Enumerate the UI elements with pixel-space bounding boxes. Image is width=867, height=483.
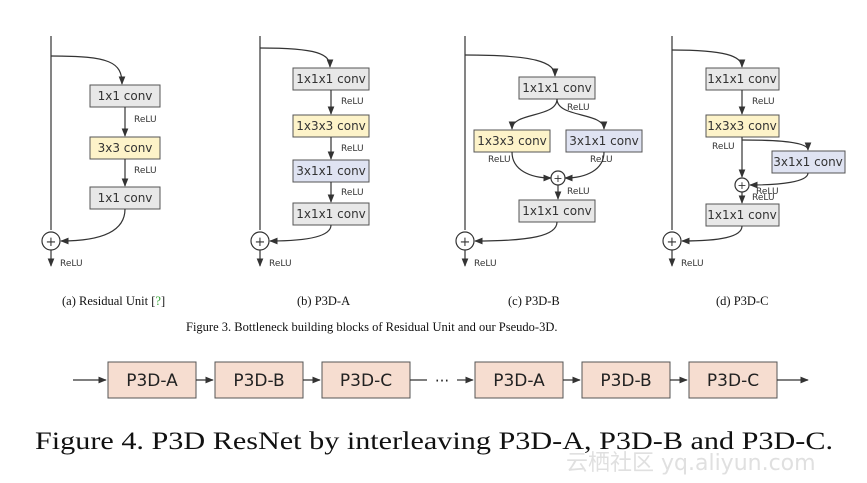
relu-d-1: ReLU xyxy=(752,97,775,107)
box-c-2-label: 1x3x3 conv xyxy=(477,134,547,148)
box-a-1-label: 1x1 conv xyxy=(98,89,153,103)
relu-b-3: ReLU xyxy=(341,188,364,198)
p3d-block-6-label: P3D-C xyxy=(707,371,759,391)
arrow-c-left xyxy=(508,98,558,130)
p3d-block-3 xyxy=(321,361,411,399)
p3d-block-2-label: P3D-B xyxy=(233,371,284,391)
box-c-4-label: 1x1x1 conv xyxy=(522,204,592,218)
plus-icon-c: + xyxy=(460,235,471,250)
relu-c-1: ReLU xyxy=(567,103,590,113)
arrow-c-in xyxy=(464,54,559,77)
relu-c-4: ReLU xyxy=(567,187,590,197)
box-b-1-label: 1x1x1 conv xyxy=(296,72,366,86)
panel-b-p3d-a: 1x1x1 conv ReLU 1x3x3 conv ReLU 3x1x1 co… xyxy=(250,36,370,269)
relu-b-2: ReLU xyxy=(341,144,364,154)
arrow-a-in xyxy=(50,55,126,85)
box-d-3-label: 3x1x1 conv xyxy=(773,155,843,169)
p3d-block-1-label: P3D-A xyxy=(126,371,178,391)
plus-icon-d-inner: + xyxy=(737,179,746,192)
p3d-block-1 xyxy=(107,361,197,399)
p3d-block-3-label: P3D-C xyxy=(340,371,392,391)
arrow-d-in xyxy=(671,49,746,68)
relu-a-out: ReLU xyxy=(60,259,83,269)
arrow-b-merge xyxy=(269,224,332,245)
chain-ellipsis: ··· xyxy=(435,372,449,390)
caption-b: (b) P3D-A xyxy=(297,294,350,308)
caption-a: (a) Residual Unit [?] xyxy=(62,294,165,308)
relu-d-4: ReLU xyxy=(752,193,775,203)
relu-c-out: ReLU xyxy=(474,259,497,269)
arrow-c-right xyxy=(556,98,608,130)
p3d-block-5 xyxy=(581,361,671,399)
panel-a-residual-unit: 1x1 conv ReLU 3x3 conv ReLU 1x1 conv + R… xyxy=(41,36,161,269)
relu-b-1: ReLU xyxy=(341,97,364,107)
caption-d: (d) P3D-C xyxy=(716,294,768,308)
p3d-block-2 xyxy=(214,361,304,399)
p3d-block-4 xyxy=(474,361,564,399)
p3d-block-5-label: P3D-B xyxy=(600,371,651,391)
box-b-3-label: 3x1x1 conv xyxy=(296,164,366,178)
panel-c-p3d-b: 1x1x1 conv ReLU 1x3x3 conv 3x1x1 conv Re… xyxy=(455,36,643,269)
panel-d-p3d-c: 1x1x1 conv ReLU 1x3x3 conv ReLU 3x1x1 co… xyxy=(662,36,846,269)
relu-d-3: ReLU xyxy=(756,187,779,197)
caption-c: (c) P3D-B xyxy=(508,294,560,308)
box-a-3-label: 1x1 conv xyxy=(98,191,153,205)
arrow-b-in xyxy=(259,47,334,68)
box-d-4-label: 1x1x1 conv xyxy=(707,208,777,222)
plus-icon-b: + xyxy=(255,235,266,250)
plus-icon-d: + xyxy=(667,235,678,250)
relu-d-out: ReLU xyxy=(681,259,704,269)
p3d-block-4-label: P3D-A xyxy=(493,371,545,391)
relu-d-2: ReLU xyxy=(712,142,735,152)
arrow-c-merge xyxy=(474,221,558,245)
arrow-d-branch-merge xyxy=(749,172,809,189)
figure4-caption: Figure 4. P3D ResNet by interleaving P3D… xyxy=(35,428,833,455)
plus-icon-a: + xyxy=(46,235,57,250)
arrow-d-merge xyxy=(681,225,743,245)
relu-b-out: ReLU xyxy=(269,259,292,269)
arrow-c-right-merge xyxy=(564,151,605,182)
relu-a-1: ReLU xyxy=(134,115,157,125)
box-b-4-label: 1x1x1 conv xyxy=(296,207,366,221)
figure3-caption: Figure 3. Bottleneck building blocks of … xyxy=(186,320,557,334)
box-d-1-label: 1x1x1 conv xyxy=(707,72,777,86)
box-c-1-label: 1x1x1 conv xyxy=(522,81,592,95)
relu-c-2: ReLU xyxy=(488,155,511,165)
arrow-d-branch xyxy=(741,139,812,151)
box-d-2-label: 1x3x3 conv xyxy=(707,119,777,133)
watermark: 云栖社区 yq.aliyun.com xyxy=(566,451,816,476)
plus-icon-c-inner: + xyxy=(553,172,562,185)
box-b-2-label: 1x3x3 conv xyxy=(296,119,366,133)
citation-link[interactable]: ? xyxy=(155,294,161,308)
box-a-2-label: 3x3 conv xyxy=(98,141,153,155)
arrow-c-left-merge xyxy=(511,151,552,182)
box-c-3-label: 3x1x1 conv xyxy=(569,134,639,148)
relu-a-2: ReLU xyxy=(134,166,157,176)
p3d-block-6 xyxy=(688,361,778,399)
arrow-a-merge xyxy=(60,208,126,245)
relu-c-3: ReLU xyxy=(590,155,613,165)
p3d-resnet-chain: P3D-A P3D-B P3D-C ··· P3D-A P3D-B P3D-C xyxy=(73,361,809,399)
